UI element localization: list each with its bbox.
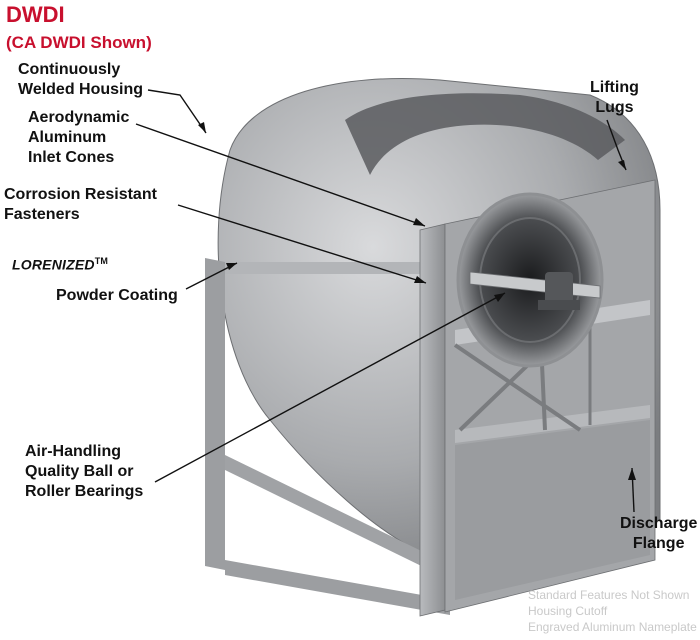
shaft-and-bearing [469, 271, 601, 310]
label-corrosion-resistant-fasteners: Corrosion Resistant Fasteners [4, 186, 157, 223]
label-aerodynamic-inlet-cones: Aerodynamic Aluminum Inlet Cones [28, 109, 130, 166]
label-discharge-flange: Discharge Flange [620, 515, 698, 552]
label-lifting-lugs: Lifting Lugs [590, 79, 639, 116]
lorenized-logo: LORENIZEDTM [12, 256, 108, 273]
leader-inlet-cones [135, 123, 426, 227]
leader-fasteners [177, 204, 427, 284]
watermark-line-3: Engraved Aluminum Nameplate [528, 620, 697, 634]
leader-bearings [154, 292, 506, 483]
label-bearings: Air-Handling Quality Ball or Roller Bear… [25, 443, 144, 500]
lorenized-text: LORENIZED [12, 256, 95, 273]
diagram-title: DWDI [6, 2, 65, 27]
leader-arrowheads [198, 122, 636, 480]
watermark-line-1: Standard Features Not Shown [528, 588, 690, 602]
side-frame [205, 258, 450, 615]
leader-welded-housing [147, 89, 207, 134]
label-powder-coating: Powder Coating [56, 287, 178, 304]
trademark-mark: TM [94, 256, 109, 266]
leader-lines [135, 89, 635, 513]
label-continuously-welded-housing: Continuously Welded Housing [18, 61, 144, 98]
watermark-line-2: Housing Cutoff [528, 604, 608, 618]
diagram-subtitle: (CA DWDI Shown) [6, 33, 152, 52]
